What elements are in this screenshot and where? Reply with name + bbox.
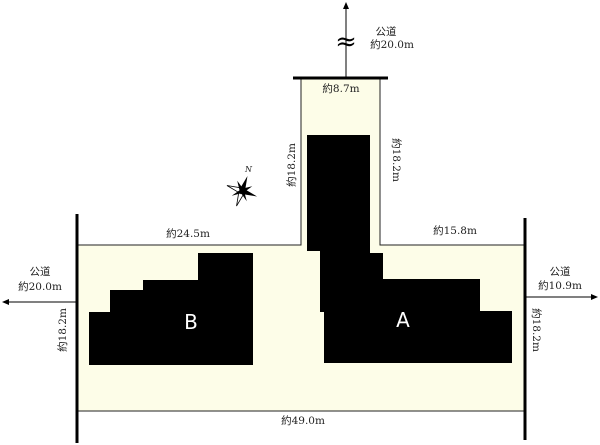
- dim-frontage-top: 約8.7m: [322, 82, 359, 95]
- building-a-label: A: [396, 308, 410, 332]
- dim-bottom: 約49.0m: [281, 414, 325, 427]
- dim-stem-left: 約18.2m: [285, 143, 298, 187]
- dim-top-right: 約15.8m: [433, 224, 477, 237]
- west-road-label: 公道: [30, 265, 51, 278]
- north-road-label: 公道: [376, 25, 397, 38]
- north-arrowhead: [343, 2, 349, 9]
- dim-stem-right: 約18.2m: [390, 138, 403, 182]
- dim-left-side: 約18.2m: [56, 308, 69, 352]
- break-symbol: ≈: [335, 27, 357, 57]
- dim-top-left: 約24.5m: [166, 227, 210, 240]
- dim-right-side: 約18.2m: [530, 308, 543, 352]
- west-arrowhead: [2, 299, 9, 305]
- building-a: [307, 135, 512, 363]
- north-road-width: 約20.0m: [370, 38, 414, 51]
- building-b-label: B: [184, 310, 198, 334]
- east-arrowhead: [591, 294, 598, 300]
- building-b: [89, 253, 253, 365]
- compass-north-label: N: [244, 165, 253, 174]
- east-road-width: 約10.9m: [538, 279, 582, 292]
- west-road-width: 約20.0m: [18, 280, 62, 293]
- compass-icon: [226, 175, 258, 207]
- east-road-label: 公道: [550, 265, 571, 278]
